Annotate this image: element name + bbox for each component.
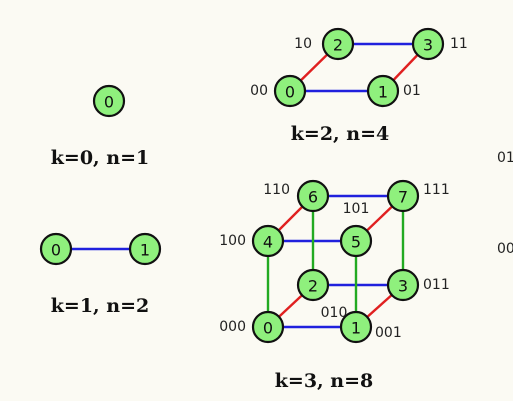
edge-fragment-text: 00 [497,241,513,257]
node-label: 0 [263,319,273,338]
node-label: 3 [398,277,408,296]
node-label: 1 [351,319,361,338]
node-label: 2 [308,277,318,296]
node-address: 111 [423,182,450,198]
node-label: 3 [423,36,433,55]
node-1: 1 [128,232,162,266]
node-address: 100 [219,233,246,249]
node-address: 11 [450,36,468,52]
graph-caption: k=0, n=1 [51,147,150,169]
node-0: 0 [251,310,285,344]
node-7: 7 [386,179,420,213]
node-address: 101 [343,201,370,217]
node-label: 7 [398,188,408,207]
node-address: 000 [219,319,246,335]
node-label: 6 [308,188,318,207]
node-0: 0 [92,84,126,118]
node-address: 011 [423,277,450,293]
node-address: 001 [375,325,402,341]
node-address: 010 [321,305,348,321]
node-3: 3 [411,27,445,61]
node-circle [321,27,355,61]
node-label: 0 [285,83,295,102]
node-circle [411,27,445,61]
node-circle [296,179,330,213]
node-circle [273,74,307,108]
node-1: 1 [339,310,373,344]
graph-caption: k=2, n=4 [291,123,390,145]
node-label: 1 [378,83,388,102]
captions-layer: k=0, n=1 k=1, n=2 k=2, n=4 k=3, n=8 [51,123,390,392]
node-2: 2 [296,268,330,302]
node-circle [39,232,73,266]
node-address: 00 [250,83,268,99]
graph-caption: k=1, n=2 [51,295,150,317]
node-2: 2 [321,27,355,61]
edge-fragment-text: 01 [497,150,513,166]
node-circle [251,310,285,344]
node-label: 0 [51,241,61,260]
node-6: 6 [296,179,330,213]
node-circle [386,268,420,302]
node-label: 5 [351,233,361,252]
node-address: 10 [294,36,312,52]
edge-fragments-layer: 01 00 [497,150,513,257]
node-label: 2 [333,36,343,55]
node-circle [251,224,285,258]
node-circle [128,232,162,266]
node-circle [386,179,420,213]
node-circle [366,74,400,108]
node-5: 5 [339,224,373,258]
node-1: 1 [366,74,400,108]
node-address: 110 [263,182,290,198]
node-label: 0 [104,93,114,112]
node-circle [296,268,330,302]
node-0: 0 [39,232,73,266]
node-circle [339,224,373,258]
node-address: 01 [403,83,421,99]
node-label: 4 [263,233,273,252]
node-0: 0 [273,74,307,108]
node-4: 4 [251,224,285,258]
node-circle [92,84,126,118]
graph-caption: k=3, n=8 [275,370,374,392]
node-circle [339,310,373,344]
node-label: 1 [140,241,150,260]
node-3: 3 [386,268,420,302]
